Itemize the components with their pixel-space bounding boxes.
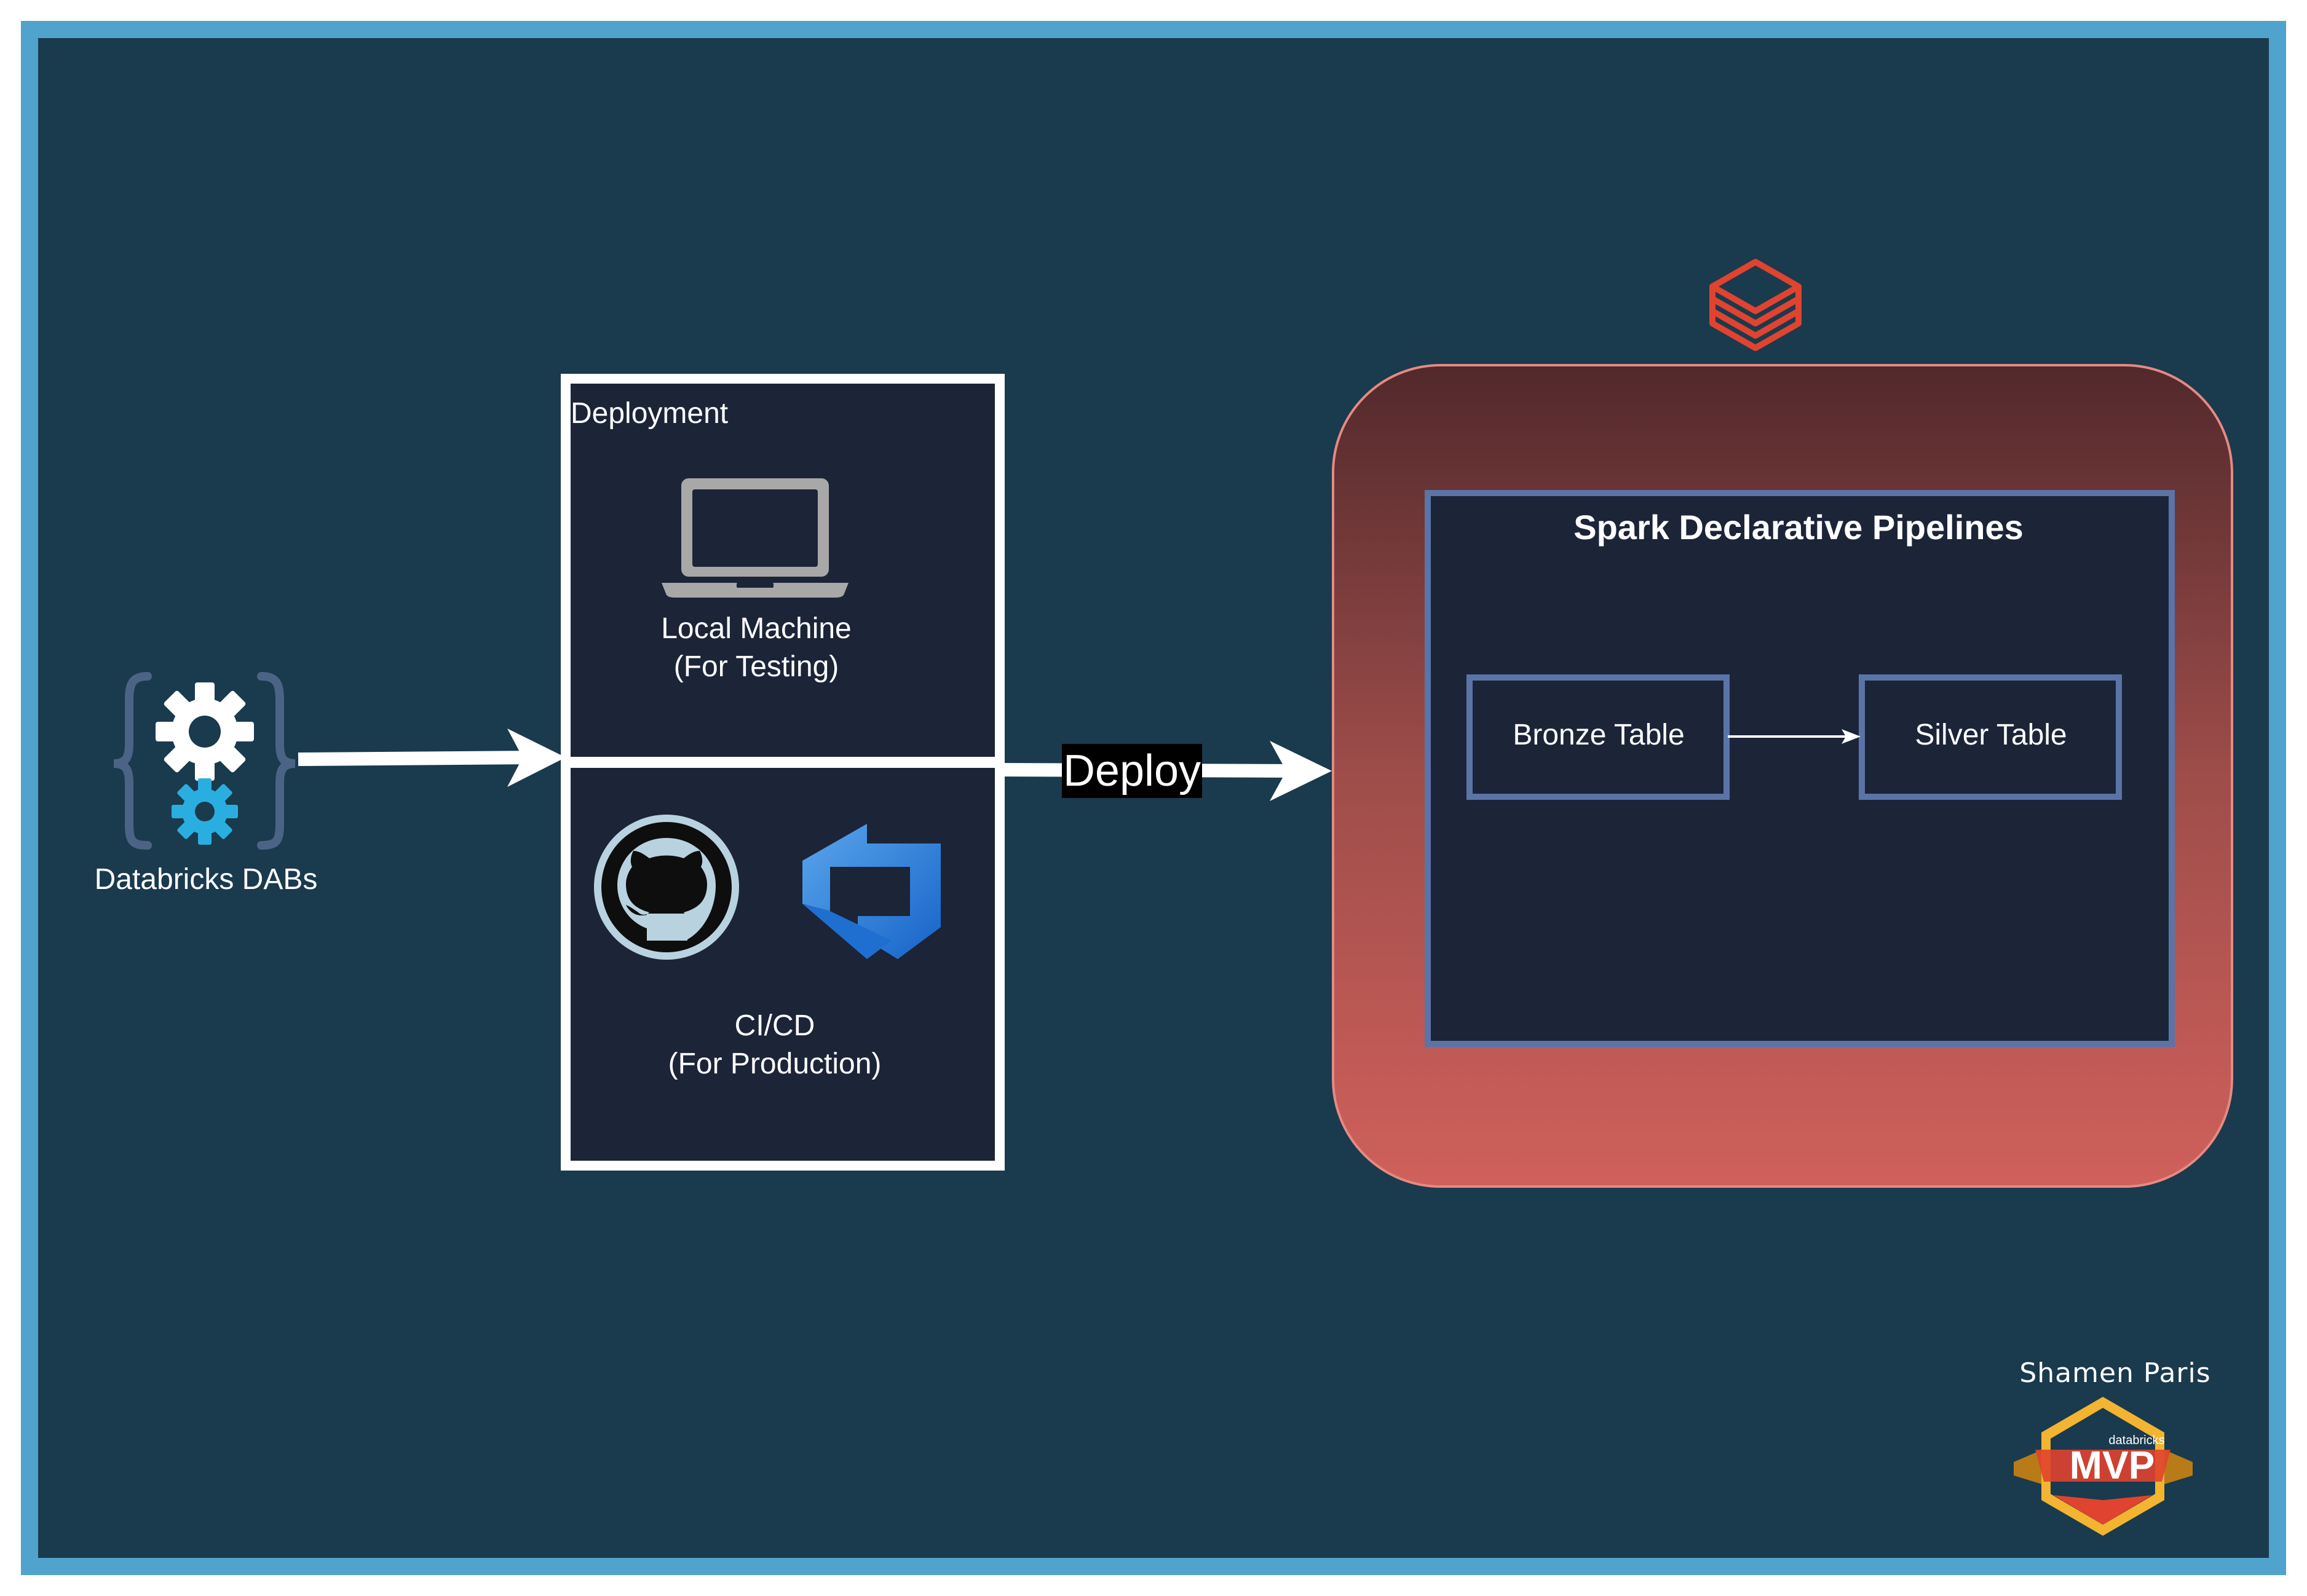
gear-small-icon	[172, 778, 238, 845]
local-machine-label: Local Machine (For Testing)	[661, 612, 852, 684]
code-gears-icon	[113, 672, 296, 850]
author-name: Shamen Paris	[2019, 1357, 2211, 1389]
bronze-table-box	[1466, 674, 1730, 800]
pipelines-title: Spark Declarative Pipelines	[1573, 508, 2024, 547]
laptop-icon	[662, 478, 849, 598]
arrow-to-deployment	[298, 729, 566, 787]
deploy-edge-label: Deploy	[1062, 744, 1202, 798]
github-icon	[594, 815, 739, 960]
deployment-title: Deployment	[571, 397, 729, 430]
silver-table-label: Silver Table	[1915, 719, 2067, 751]
bronze-to-silver-arrow	[1728, 729, 1861, 744]
cicd-label: CI/CD (For Production)	[668, 1009, 882, 1081]
azure-devops-icon	[802, 824, 941, 959]
silver-table-box	[1859, 674, 2122, 800]
bronze-table-label: Bronze Table	[1513, 719, 1685, 751]
dabs-label: Databricks DABs	[94, 863, 318, 896]
mvp-brand-label: databricks	[2108, 1434, 2165, 1447]
databricks-logo-icon	[1709, 259, 1802, 351]
mvp-badge-icon	[2014, 1397, 2193, 1536]
gear-large-icon	[156, 682, 254, 781]
mvp-title: MVP	[2069, 1443, 2155, 1487]
